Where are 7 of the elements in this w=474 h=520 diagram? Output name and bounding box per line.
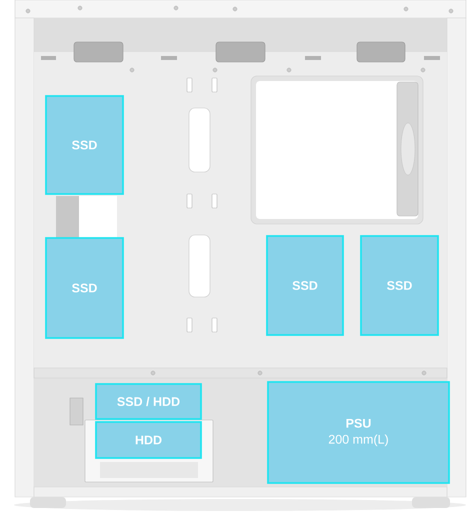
drive-bay-highlight: SSD / HDD	[95, 383, 202, 420]
drive-bay-highlight: SSD	[45, 95, 124, 195]
drive-bay-highlight: SSD	[266, 235, 344, 336]
drive-bay-highlight: HDD	[95, 421, 202, 459]
drive-bay-highlight: SSD	[45, 237, 124, 339]
power-supply-bay-highlight: PSU 200 mm(L)	[267, 381, 450, 484]
drive-bay-highlight: SSD	[360, 235, 439, 336]
